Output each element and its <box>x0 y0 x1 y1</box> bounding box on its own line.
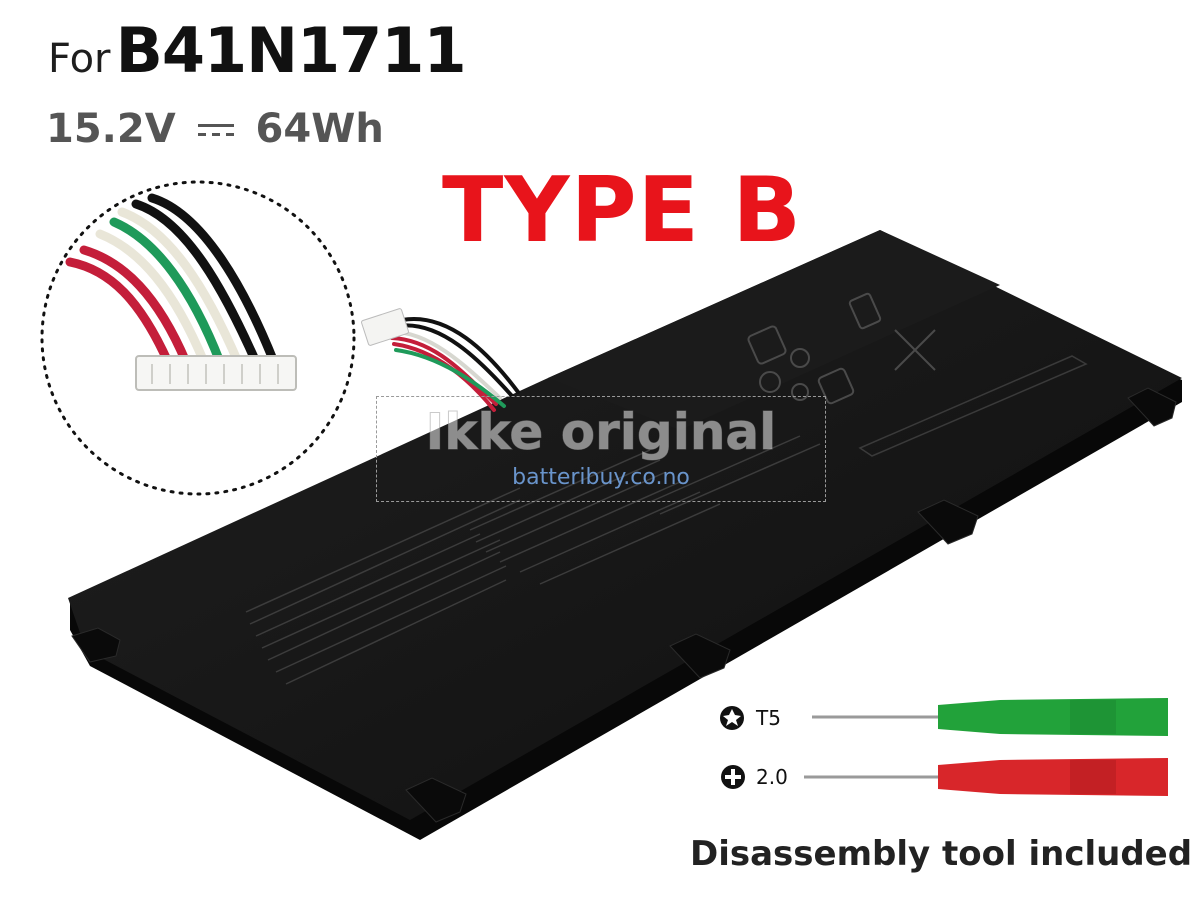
mounting-tabs <box>71 387 1177 823</box>
capacity-value: 64Wh <box>255 106 384 152</box>
model-number: B41N1711 <box>115 14 467 87</box>
zoom-wires <box>65 193 279 367</box>
battery-top-panel <box>548 230 1000 430</box>
watermark-text: Ikke original <box>425 403 777 462</box>
disassembly-note: Disassembly tool included <box>690 834 1193 874</box>
connector-cable <box>388 316 520 412</box>
cert-mark-icon <box>790 348 810 368</box>
cert-mark-icon <box>791 383 809 401</box>
spec-line: 15.2V 64Wh <box>46 106 384 152</box>
watermark-url: batteribuy.co.no <box>512 465 690 490</box>
mounting-tab <box>917 499 979 545</box>
mounting-tab <box>71 627 121 663</box>
torx-tool-label: T5 <box>756 706 781 730</box>
phillips-screwdriver <box>804 758 1168 796</box>
torx-screwdriver <box>812 698 1168 736</box>
dc-symbol-icon <box>196 120 236 142</box>
zoom-connector-plug <box>135 355 297 391</box>
phillips-icon <box>721 765 745 789</box>
torx-icon <box>720 706 744 730</box>
label-panel <box>858 355 1088 457</box>
certification-marks <box>747 292 936 405</box>
type-label: TYPE B <box>442 158 802 263</box>
watermark-box: Ikke original batteribuy.co.no <box>376 396 826 502</box>
recycle-mark-icon <box>747 325 787 365</box>
cert-mark-icon <box>759 371 781 393</box>
mounting-tab <box>669 633 731 679</box>
liion-mark-icon <box>817 367 855 405</box>
connector-plug <box>361 308 409 346</box>
voltage-value: 15.2V <box>46 106 176 152</box>
phillips-tool-label: 2.0 <box>756 765 788 789</box>
cert-mark-icon <box>848 292 882 330</box>
title-prefix: For <box>48 36 111 82</box>
product-title: For B41N1711 <box>48 14 467 87</box>
mounting-tab <box>405 777 467 823</box>
mounting-tab <box>1127 387 1177 427</box>
no-trash-icon <box>894 329 936 371</box>
zoom-plug-ribs <box>151 364 279 384</box>
